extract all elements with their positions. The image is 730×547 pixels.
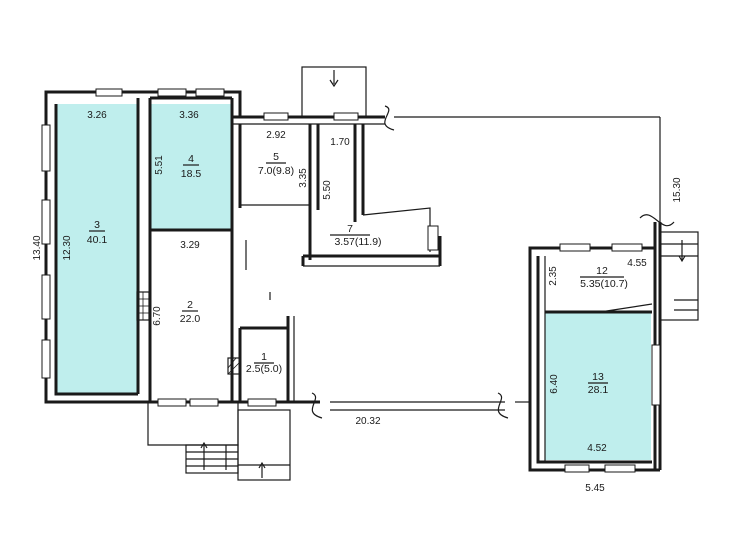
dim-r4-height: 5.51 <box>154 155 165 175</box>
dim-r7-height: 5.50 <box>322 180 333 200</box>
room-2-area: 22.0 <box>180 313 201 325</box>
dim-r2-height: 6.70 <box>152 306 163 326</box>
room-12-number: 12 <box>596 265 608 277</box>
dim-r3-height: 12.30 <box>62 235 73 260</box>
room-4-number: 4 <box>188 153 194 165</box>
dim-r13-height: 6.40 <box>549 374 560 394</box>
entrances <box>147 66 699 481</box>
room-7-area: 3.57(11.9) <box>334 236 381 248</box>
dim-overall-height: 13.40 <box>32 235 43 260</box>
stair-hatch <box>136 291 241 375</box>
windows <box>41 88 661 473</box>
room-3-area: 40.1 <box>87 234 108 246</box>
room-13-fill <box>545 312 651 460</box>
room-13-area: 28.1 <box>588 384 609 396</box>
room-5-number: 5 <box>273 151 279 163</box>
dim-r12-height: 2.35 <box>548 266 559 286</box>
room-1-area: 2.5(5.0) <box>246 363 282 375</box>
dim-r12-width: 4.55 <box>627 258 647 269</box>
room-3-fill <box>56 104 138 394</box>
dim-r3-width: 3.26 <box>87 110 107 121</box>
dim-right-width: 5.45 <box>585 483 605 494</box>
room-5-area: 7.0(9.8) <box>258 165 294 177</box>
dim-r5-width: 2.92 <box>266 130 286 141</box>
interior-partitions <box>238 124 442 402</box>
room-labels: 3 40.1 4 18.5 2 22.0 5 7.0(9.8) 1 2.5(5.… <box>87 151 628 396</box>
dim-r13-width: 4.52 <box>587 443 607 454</box>
room-12-area: 5.35(10.7) <box>580 278 628 290</box>
dim-right-height: 15.30 <box>672 177 683 202</box>
dim-r7-width: 1.70 <box>330 137 350 148</box>
break-markers <box>311 105 675 419</box>
room-13-number: 13 <box>592 371 604 383</box>
room-7-number: 7 <box>347 223 353 235</box>
room-3-number: 3 <box>94 219 100 231</box>
dimension-labels: 13.40 12.30 3.26 3.36 5.51 3.29 6.70 2.9… <box>32 110 683 494</box>
room-1-number: 1 <box>261 351 267 363</box>
room-4-area: 18.5 <box>181 168 202 180</box>
dim-r4-width: 3.36 <box>179 110 199 121</box>
room-2-number: 2 <box>187 299 193 311</box>
dim-overall-length: 20.32 <box>355 416 380 427</box>
dim-r5-height: 3.35 <box>298 168 309 188</box>
room-4-fill <box>150 104 232 230</box>
dim-r2-width: 3.29 <box>180 240 200 251</box>
